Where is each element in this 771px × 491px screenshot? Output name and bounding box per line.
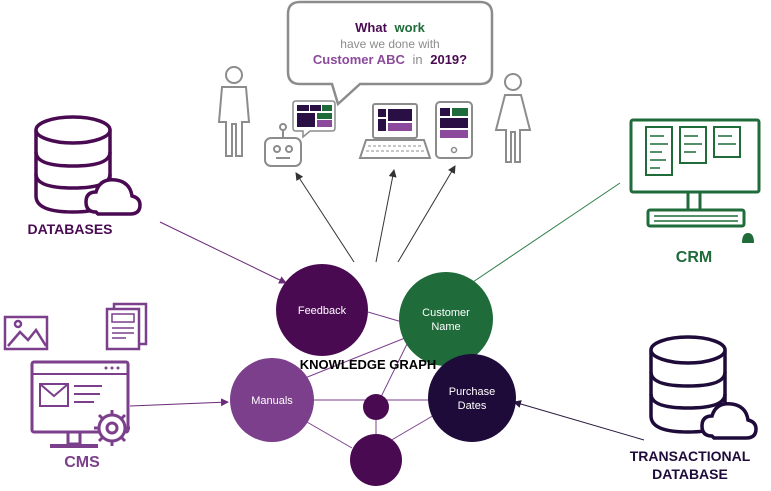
bubble-customer: Customer ABC bbox=[313, 52, 406, 67]
crm-monitor-icon bbox=[629, 118, 761, 243]
node-small bbox=[363, 394, 389, 420]
knowledge-graph-title: KNOWLEDGE GRAPH bbox=[300, 357, 437, 372]
databases-arrow bbox=[159, 221, 287, 284]
transactional-arrow bbox=[513, 400, 645, 441]
database-cloud-icon bbox=[649, 335, 758, 440]
node-unlabeled bbox=[350, 434, 402, 486]
node-feedback bbox=[276, 264, 368, 356]
node-feedback-label: Feedback bbox=[298, 305, 347, 317]
crm-label: CRM bbox=[676, 249, 712, 266]
cms-monitor-icon bbox=[30, 360, 130, 448]
cms-arrow bbox=[129, 398, 229, 407]
svg-text:What work: What work bbox=[355, 20, 426, 35]
crm-arrow bbox=[463, 182, 621, 289]
question-bubble: What work have we done with Customer ABC… bbox=[286, 0, 494, 107]
cms-label: CMS bbox=[64, 454, 100, 471]
transactional-label-1: TRANSACTIONAL bbox=[630, 448, 751, 464]
chat-dashboard-icon bbox=[292, 100, 336, 139]
person-icon bbox=[217, 66, 251, 157]
svg-text:Customer ABC in 20: Customer ABC in 2019? bbox=[313, 52, 467, 67]
database-cloud-icon bbox=[34, 115, 142, 216]
bubble-line2: have we done with bbox=[340, 37, 439, 51]
node-customer-name bbox=[399, 272, 493, 366]
databases-label: DATABASES bbox=[27, 221, 112, 237]
person-icon bbox=[494, 73, 532, 163]
transactional-label-2: DATABASE bbox=[652, 466, 728, 482]
gear-icon bbox=[94, 410, 130, 446]
laptop-icon bbox=[358, 103, 432, 159]
bubble-what: What bbox=[355, 20, 387, 35]
bubble-year: 2019? bbox=[430, 52, 467, 67]
node-manuals-label: Manuals bbox=[251, 395, 293, 407]
node-purchase-label-1: Purchase bbox=[449, 386, 495, 398]
node-purchase-dates bbox=[428, 354, 516, 442]
tablet-icon bbox=[435, 101, 473, 159]
document-icon bbox=[105, 302, 148, 351]
image-icon bbox=[3, 315, 49, 351]
robot-icon bbox=[264, 123, 302, 167]
bubble-in: in bbox=[412, 52, 422, 67]
node-purchase-label-2: Dates bbox=[458, 400, 487, 412]
bubble-work: work bbox=[394, 20, 426, 35]
query-arrows bbox=[295, 165, 456, 263]
node-customer-label-2: Name bbox=[431, 321, 460, 333]
node-manuals bbox=[230, 358, 314, 442]
node-customer-label-1: Customer bbox=[422, 307, 470, 319]
